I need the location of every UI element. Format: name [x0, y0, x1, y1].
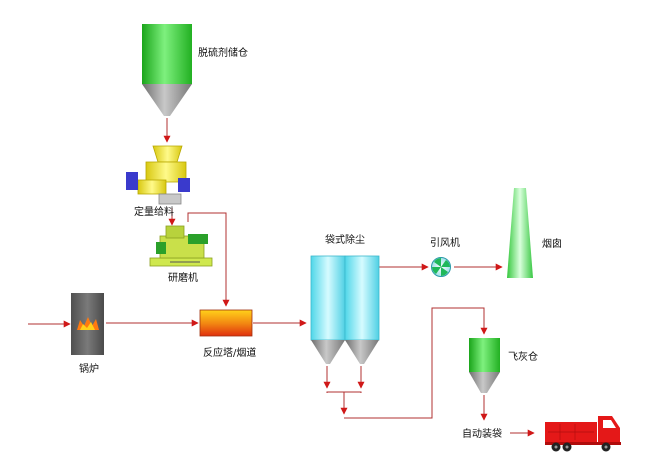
induced-draft-fan-icon	[431, 257, 451, 277]
truck-icon	[545, 416, 621, 452]
label-mill: 研磨机	[168, 271, 198, 284]
label-boiler: 锅炉	[79, 363, 99, 375]
label-baghouse: 袋式除尘	[325, 233, 365, 246]
label-feeder: 定量给料	[134, 205, 174, 218]
reactor-duct-icon	[199, 309, 253, 337]
label-chimney: 烟囱	[542, 237, 562, 250]
grinding-mill-icon	[149, 225, 213, 267]
flow-mill-to-reactor	[187, 212, 230, 307]
boiler-flame-icon	[71, 293, 104, 355]
label-silo: 脱硫剂储仓	[198, 46, 248, 59]
label-reactor: 反应塔/烟道	[203, 346, 256, 359]
chimney-icon	[507, 188, 533, 278]
fly-ash-silo-icon	[469, 338, 500, 393]
label-bagging: 自动装袋	[462, 427, 502, 440]
baghouse-filter-icon	[310, 255, 380, 364]
flow-lines	[28, 118, 535, 437]
screw-feeder-icon	[126, 145, 190, 205]
label-fan: 引风机	[430, 236, 460, 249]
label-ash-silo: 飞灰仓	[508, 350, 538, 363]
flow-to-ash-silo	[344, 307, 488, 419]
storage-silo-icon	[142, 24, 192, 116]
